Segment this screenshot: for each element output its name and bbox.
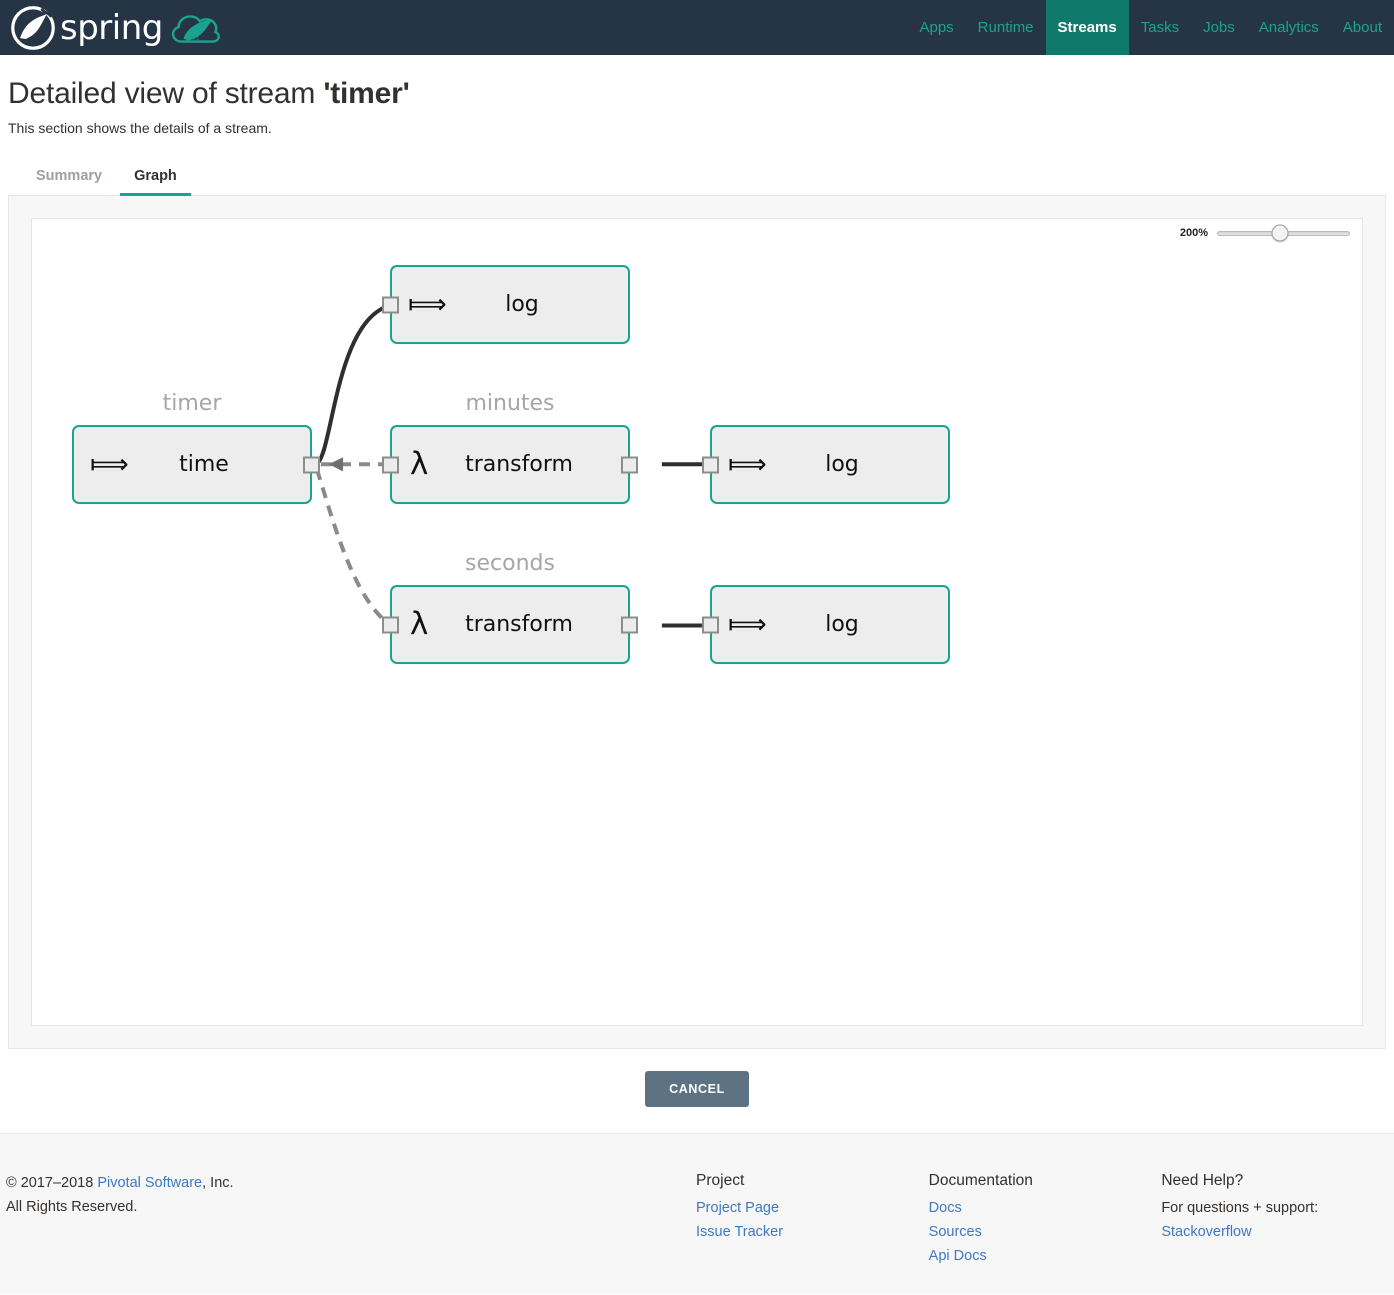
footer-link-api-docs[interactable]: Api Docs [928,1247,987,1264]
graph-node-label: log [825,452,859,477]
brand-wordmark: spring [60,7,163,48]
page-title-stream-name: 'timer' [323,77,410,110]
graph-node-label: transform [465,452,573,477]
graph-node-log-minutes[interactable]: ⟾ log [702,425,950,504]
footer-rights-line: All Rights Reserved. [6,1198,138,1215]
graph-node-time[interactable]: timer ⟾ time [72,391,320,504]
zoom-control: 200% [1179,224,1350,242]
port-output[interactable] [621,456,638,473]
tab-bar: Summary Graph [8,162,1386,196]
source-icon: ⟾ [90,449,129,480]
graph-node-transform-minutes[interactable]: minutes λ transform [382,391,638,504]
footer-link-sources[interactable]: Sources [928,1223,982,1240]
graph-canvas[interactable]: 200% [31,218,1363,1026]
nav-link-tasks[interactable]: Tasks [1140,19,1180,36]
footer-support-text: For questions + support: [1161,1200,1319,1216]
tab-graph[interactable]: Graph [120,162,191,196]
footer-heading: Need Help? [1161,1172,1244,1189]
action-bar: CANCEL [8,1049,1386,1133]
edge-arrowhead-icon [328,457,343,472]
zoom-slider[interactable] [1217,224,1350,242]
lambda-icon: λ [410,446,429,482]
sink-icon: ⟾ [728,609,767,640]
page-title-prefix: Detailed view of stream [8,77,324,110]
graph-node-label: time [179,452,229,477]
footer-link-docs[interactable]: Docs [928,1200,962,1216]
graph-node-name-timer: timer [162,391,222,416]
spring-leaf-icon [11,5,55,50]
footer-copyright: © 2017–2018 Pivotal Software, Inc. All R… [0,1172,696,1294]
graph-edges [313,303,729,628]
sink-icon: ⟾ [728,449,767,480]
tab-summary[interactable]: Summary [36,168,103,184]
port-output[interactable] [621,616,638,633]
port-input[interactable] [382,456,399,473]
footer-link-project-page[interactable]: Project Page [696,1200,780,1216]
nav-link-jobs[interactable]: Jobs [1203,19,1235,36]
footer-copyright-before: © 2017–2018 [6,1175,98,1191]
sink-icon: ⟾ [408,289,447,320]
nav-link-about[interactable]: About [1342,19,1382,36]
spring-cloud-icon: 0101 [171,14,220,43]
nav-link-apps[interactable]: Apps [919,19,954,36]
footer-column-documentation: Documentation Docs Sources Api Docs [929,1172,1162,1294]
footer-copyright-after: , Inc. [202,1175,234,1191]
edge-time-to-log-top [313,303,392,467]
lambda-icon: λ [410,606,429,642]
nav-link-runtime[interactable]: Runtime [977,19,1034,36]
stream-graph: ⟾ log timer ⟾ time minutes λ transform [32,219,1362,1025]
footer-link-issue-tracker[interactable]: Issue Tracker [696,1223,784,1240]
graph-node-transform-seconds[interactable]: seconds λ transform [382,551,638,664]
zoom-slider-thumb[interactable] [1271,224,1289,242]
svg-text:0101: 0101 [184,34,199,41]
footer-link-stackoverflow[interactable]: Stackoverflow [1161,1223,1252,1240]
footer-column-project: Project Project Page Issue Tracker [696,1172,929,1294]
graph-node-log-seconds[interactable]: ⟾ log [702,585,950,664]
page-footer: © 2017–2018 Pivotal Software, Inc. All R… [0,1133,1394,1294]
nav-link-streams[interactable]: Streams [1045,0,1129,55]
footer-column-need-help: Need Help? For questions + support: Stac… [1161,1172,1394,1294]
top-navbar: spring 0101 Apps Runtime Streams Tasks J… [0,0,1394,55]
graph-node-name-minutes: minutes [465,391,555,416]
graph-node-name-seconds: seconds [465,551,555,576]
nav-link-analytics[interactable]: Analytics [1258,19,1319,36]
graph-node-log-top[interactable]: ⟾ log [382,265,630,344]
footer-pivotal-link[interactable]: Pivotal Software [97,1175,203,1191]
graph-panel: 200% [8,196,1386,1049]
footer-heading: Project [696,1172,745,1189]
port-input[interactable] [382,616,399,633]
port-input[interactable] [702,616,719,633]
footer-heading: Documentation [928,1172,1033,1189]
page-subtitle: This section shows the details of a stre… [8,120,272,136]
brand-logo-group[interactable]: spring 0101 [10,0,225,55]
page-content: Detailed view of stream 'timer' This sec… [0,77,1394,1133]
cancel-button[interactable]: CANCEL [645,1071,749,1107]
port-output[interactable] [303,456,320,473]
page-title: Detailed view of stream 'timer' [8,77,1386,111]
graph-node-label: log [505,292,539,317]
port-input[interactable] [702,456,719,473]
zoom-level-label: 200% [1179,227,1208,239]
graph-node-label: log [825,612,859,637]
port-input[interactable] [382,296,399,313]
edge-time-to-transform-seconds [314,468,393,628]
footer-copyright-line: © 2017–2018 Pivotal Software, Inc. [6,1172,696,1196]
graph-node-label: transform [465,612,573,637]
nav-links: Apps Runtime Streams Tasks Jobs Analytic… [907,0,1394,55]
